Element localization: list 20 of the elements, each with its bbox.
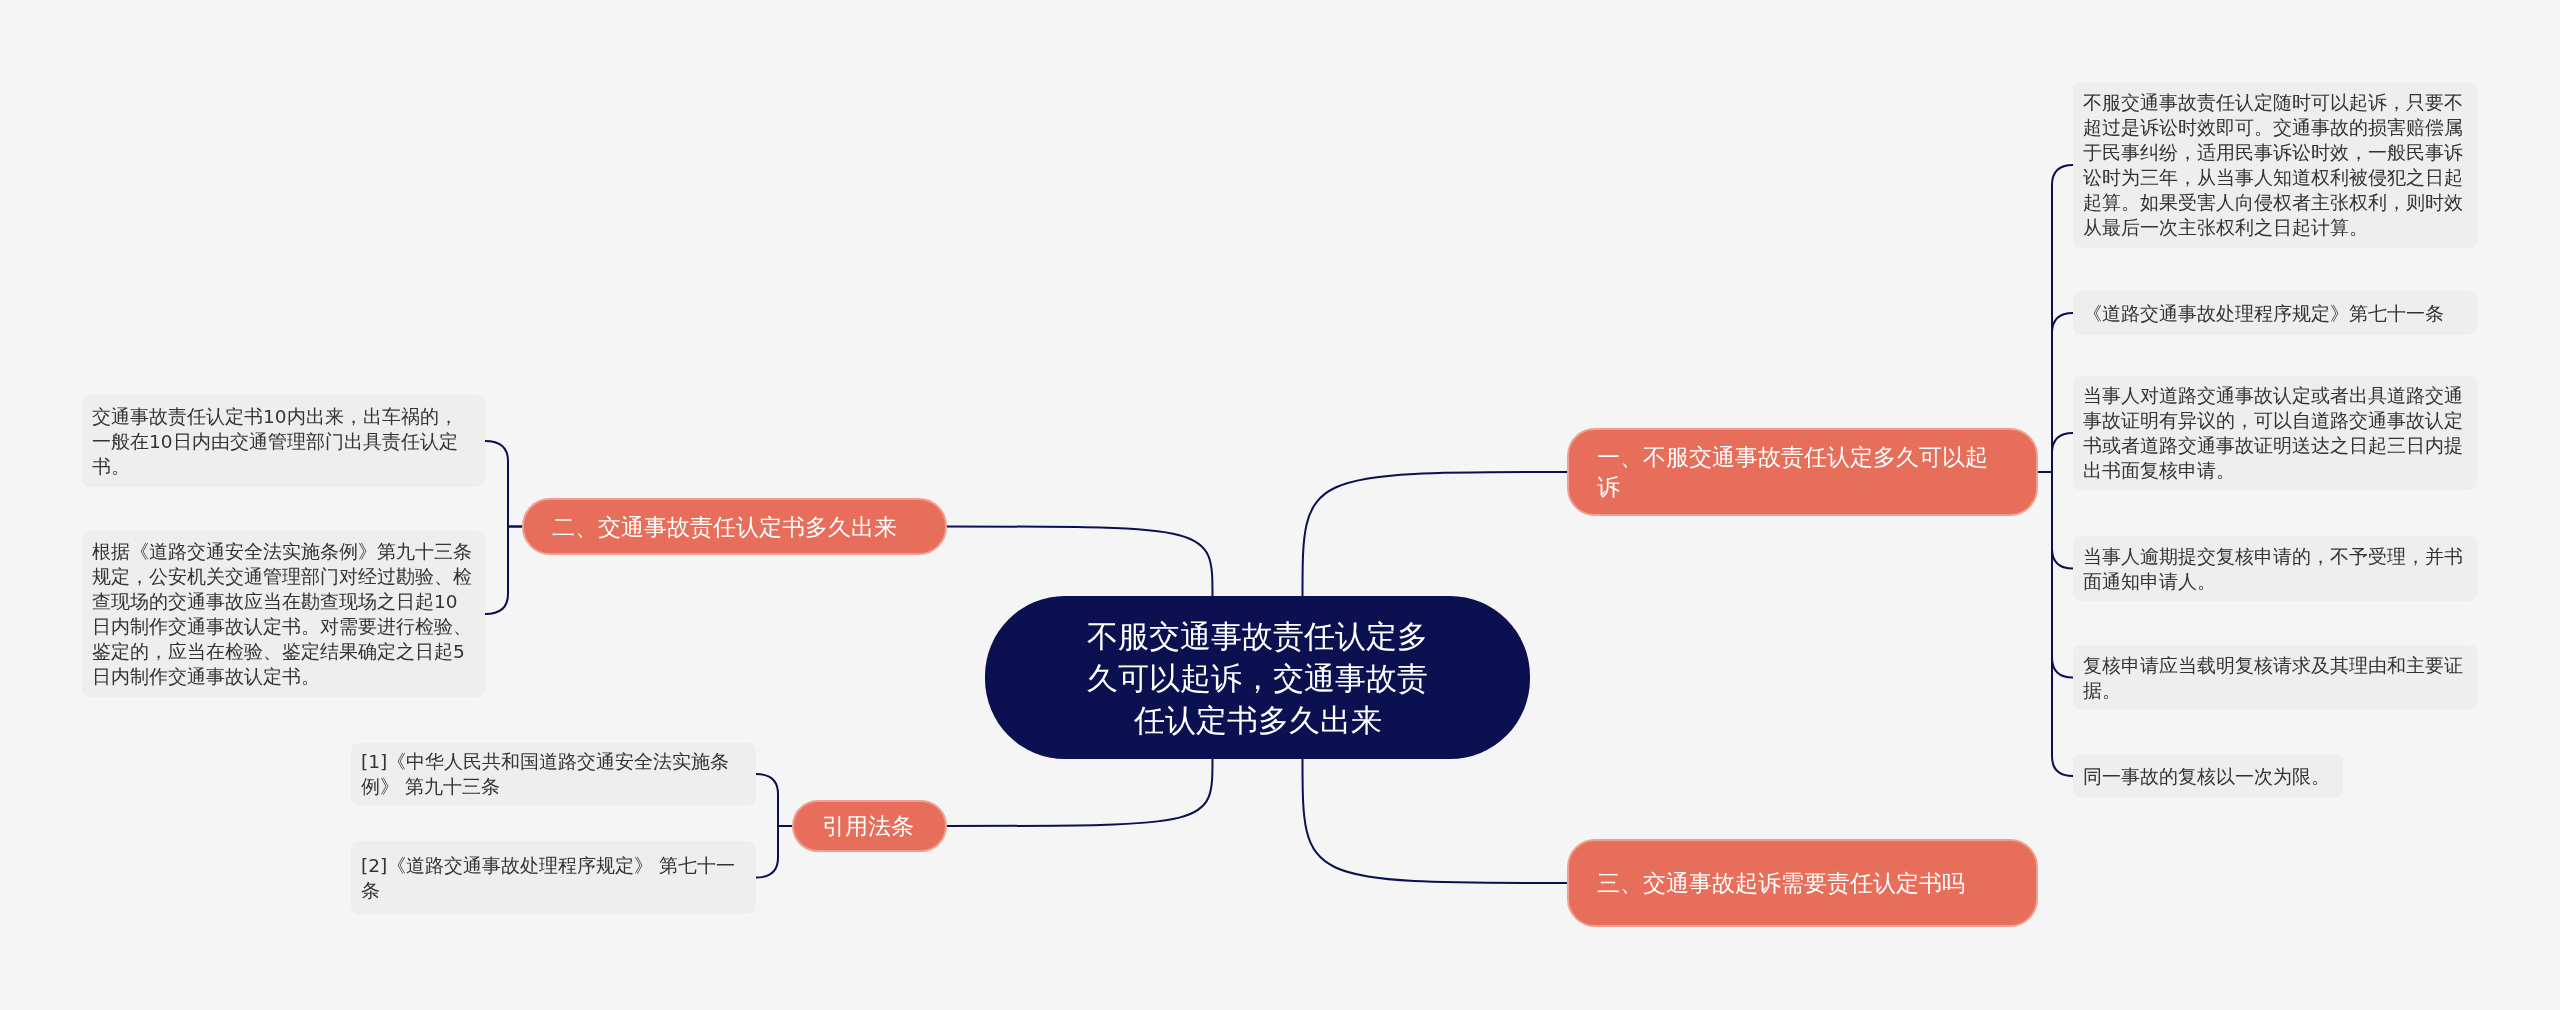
note-box: 当事人对道路交通事故认定或者出具道路交通事故证明有异议的，可以自道路交通事故认定书或者道路交通事故证明送达之日起三日内提出书面复核申请。 xyxy=(2073,376,2477,490)
note-box: 交通事故责任认定书10内出来，出车祸的，一般在10日内由交通管理部门出具责任认定书。 xyxy=(82,395,485,487)
note-box: 不服交通事故责任认定随时可以起诉，只要不超过是诉讼时效即可。交通事故的损害赔偿属于民事纠纷，适用民事诉讼时效，一般民事诉讼时为三年，从当事人知道权利被侵犯之日起起算。如果受害人向侵权者主张权利，则时效从最后一次主张权利之日起计算。 xyxy=(2073,82,2477,248)
branch-node: 二、交通事故责任认定书多久出来 xyxy=(522,498,947,555)
branch-node: 一、不服交通事故责任认定多久可以起诉 xyxy=(1567,428,2038,516)
connector-line xyxy=(1301,758,1568,884)
connector-line xyxy=(1301,471,1568,597)
branch-node: 三、交通事故起诉需要责任认定书吗 xyxy=(1567,839,2038,927)
note-box: 复核申请应当载明复核请求及其理由和主要证据。 xyxy=(2073,645,2477,710)
note-box: [2]《道路交通事故处理程序规定》 第七十一条 xyxy=(351,841,756,914)
note-box: 同一事故的复核以一次为限。 xyxy=(2073,754,2343,798)
note-box: 《道路交通事故处理程序规定》第七十一条 xyxy=(2073,291,2477,335)
note-box: [1]《中华人民共和国道路交通安全法实施条例》 第九十三条 xyxy=(351,743,756,805)
note-box: 当事人逾期提交复核申请的，不予受理，并书面通知申请人。 xyxy=(2073,536,2477,601)
connector-line xyxy=(2037,471,2074,777)
connector-line xyxy=(946,525,1214,597)
note-box: 根据《道路交通安全法实施条例》第九十三条规定，公安机关交通管理部门对经过勘验、检查现场的交通事故应当在勘查现场之日起10日内制作交通事故认定书。对需要进行检验、鉴定的，应当在检验、鉴定结果确定之日起5日内制作交通事故认定书。 xyxy=(82,531,485,697)
topic-node: 不服交通事故责任认定多久可以起诉，交通事故责任认定书多久出来 xyxy=(985,596,1530,759)
branch-node: 引用法条 xyxy=(792,800,947,852)
connector-line xyxy=(946,758,1214,827)
